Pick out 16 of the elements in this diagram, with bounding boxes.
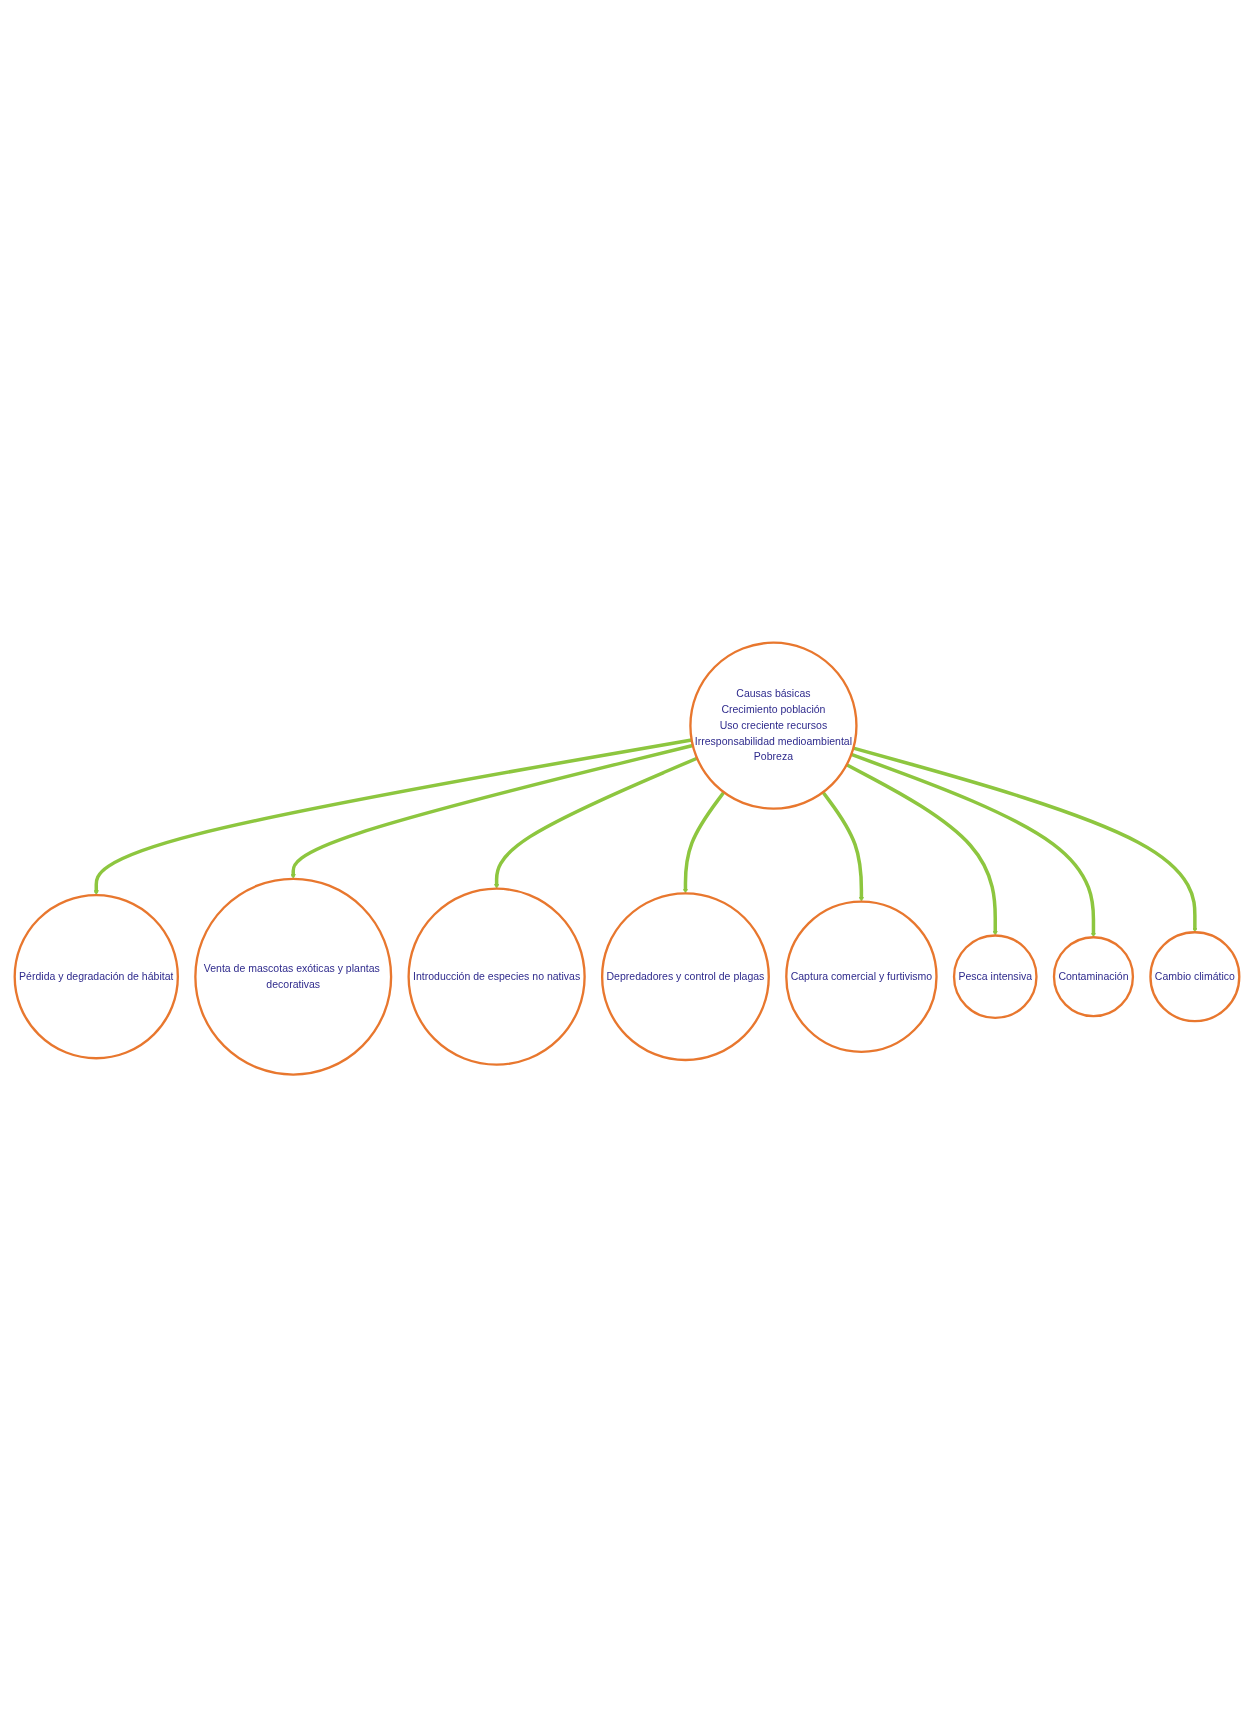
node-circle: Pérdida y degradación de hábitat	[13, 894, 179, 1060]
arrow	[852, 746, 1198, 933]
node-circle: Introducción de especies no nativas	[407, 887, 586, 1067]
node-circle: Venta de mascotas exóticas y plantas decorativas	[194, 878, 393, 1077]
arrow	[821, 791, 864, 903]
node-circle: Cambio climático	[1149, 931, 1241, 1023]
arrow	[845, 763, 998, 937]
node-circle: Captura comercial y furtivismo	[785, 900, 938, 1054]
node-circle: Pesca intensiva	[952, 934, 1038, 1020]
arrow	[93, 738, 692, 896]
arrow	[850, 753, 1097, 938]
arrow	[494, 757, 698, 890]
node-circle: Causas básicas Crecimiento población Uso creciente recursos Irresponsabilidad medioambiental Pobreza	[689, 641, 858, 811]
node-circle: Contaminación	[1052, 936, 1135, 1018]
node-circle: Depredadores y control de plagas	[600, 892, 770, 1062]
arrow	[682, 791, 726, 894]
